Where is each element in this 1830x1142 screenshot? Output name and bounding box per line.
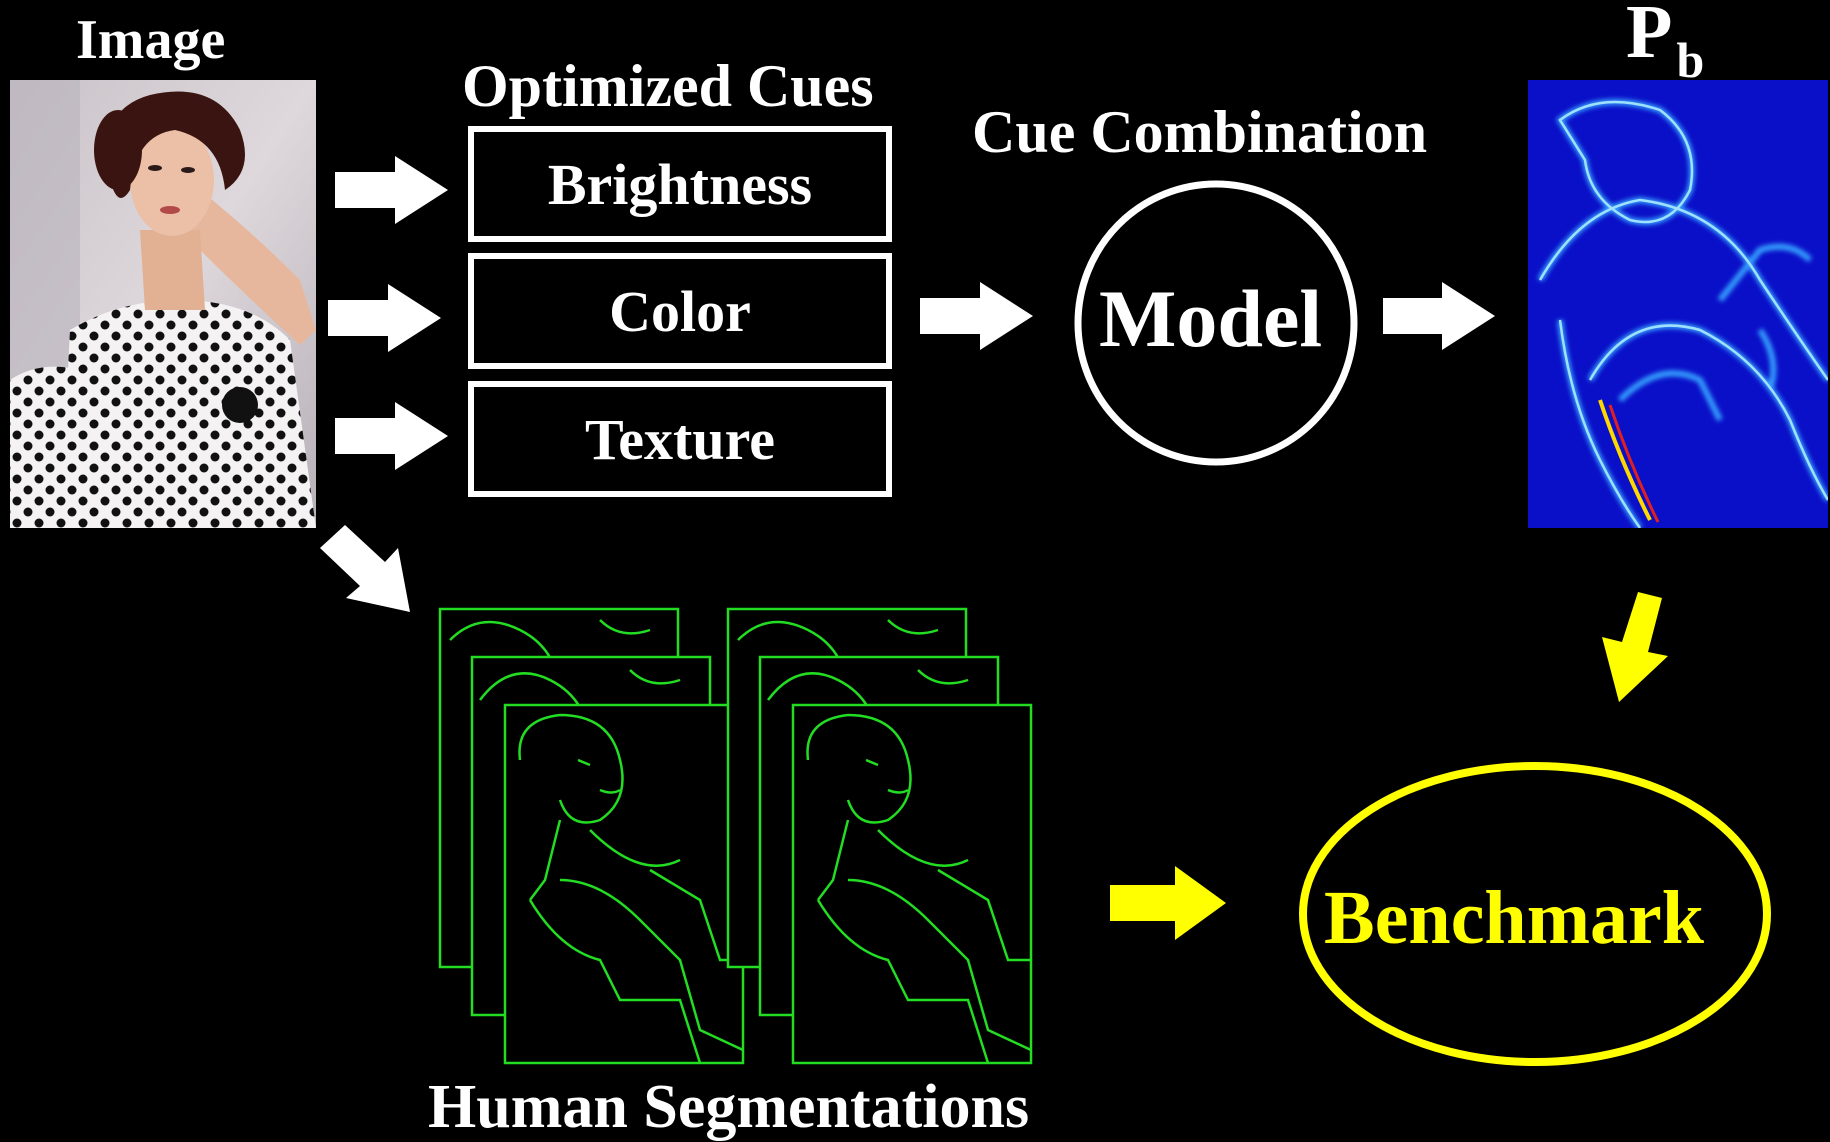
model-label: Model [1099, 273, 1323, 364]
cue-arrows [320, 156, 1495, 612]
arrow-to-color [328, 284, 441, 352]
cue-combination-title: Cue Combination [972, 99, 1428, 165]
pb-label: Pb [1626, 0, 1704, 85]
cue-label-texture: Texture [584, 406, 776, 472]
segmentation-stack-right [726, 607, 1033, 1065]
arrow-to-pb [1383, 282, 1495, 350]
arrow-segmentations-to-benchmark [1110, 866, 1226, 940]
model-circle [1074, 180, 1358, 466]
arrow-pb-to-benchmark [1602, 592, 1668, 702]
benchmark-label: Benchmark [1324, 876, 1704, 960]
pb-label-main: P [1626, 0, 1673, 74]
human-segmentations-label: Human Segmentations [428, 1073, 1030, 1141]
pb-label-sub: b [1676, 32, 1705, 88]
arrow-to-texture [335, 402, 448, 470]
input-photo [10, 80, 316, 528]
cue-box-texture: Texture [468, 381, 892, 497]
arrow-to-model [920, 282, 1033, 350]
cue-box-brightness: Brightness [468, 126, 892, 242]
cue-box-color: Color [468, 253, 892, 369]
benchmark-ellipse [1299, 762, 1771, 1066]
cue-label-color: Color [609, 278, 751, 344]
segmentation-stack-left [438, 607, 745, 1065]
pb-edge-map [1528, 80, 1828, 528]
arrow-to-brightness [335, 156, 448, 224]
image-label: Image [76, 9, 226, 71]
arrow-to-segmentations [320, 525, 410, 612]
cue-label-brightness: Brightness [547, 151, 813, 217]
optimized-cues-title: Optimized Cues [462, 53, 874, 119]
benchmark-arrows [1110, 592, 1668, 940]
